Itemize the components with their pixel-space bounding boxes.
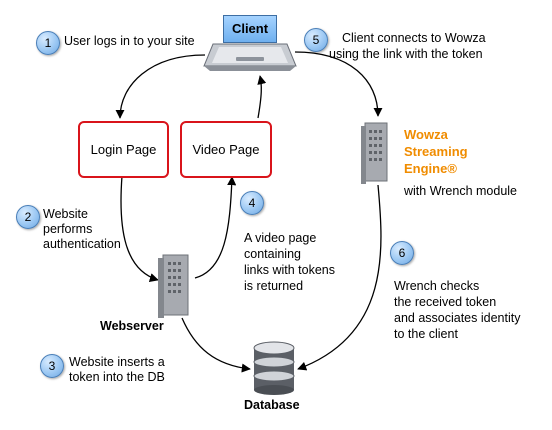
step-3-text-line2: token into the DB <box>69 370 165 384</box>
step-6-text-line3: and associates identity <box>394 311 521 325</box>
step-6-badge: 6 <box>390 241 414 265</box>
arrow-client-to-login <box>115 54 206 119</box>
step-2-text-line1: Website <box>43 207 88 221</box>
step-4-text-line3: links with tokens <box>244 263 336 277</box>
laptop-icon <box>203 43 297 71</box>
wowza-module-label: with Wrench module <box>404 184 518 198</box>
step-4-text-line4: is returned <box>244 279 304 293</box>
step-5-badge: 5 <box>304 28 328 52</box>
step-6-text-line1: Wrench checks <box>394 279 480 293</box>
arrow-wowza-to-database <box>297 184 382 371</box>
arrow-webserver-to-video <box>194 176 237 279</box>
arrow-login-to-webserver <box>120 175 159 282</box>
step-2-badge: 2 <box>16 205 40 229</box>
arrow-webserver-to-database <box>181 317 251 373</box>
step-2-text-line3: authentication <box>43 237 121 251</box>
step-4-text-line1: A video page <box>244 231 317 245</box>
video-page-box: Video Page <box>180 121 272 178</box>
database-label: Database <box>244 398 300 412</box>
step-3-text-line1: Website inserts a <box>69 355 165 369</box>
arrow-video-to-client <box>257 75 267 119</box>
client-label: Client <box>223 15 277 43</box>
step-6-text-line2: the received token <box>394 295 497 309</box>
step-2-text-line2: performs <box>43 222 93 236</box>
webserver-label: Webserver <box>100 319 164 333</box>
database-icon <box>253 341 295 395</box>
step-1-badge: 1 <box>36 31 60 55</box>
arrow-client-to-wowza <box>294 51 383 117</box>
step-3-badge: 3 <box>40 354 64 378</box>
step-4-text-line2: containing <box>244 247 301 261</box>
step-6-text-line4: to the client <box>394 327 458 341</box>
webserver-icon <box>158 254 189 318</box>
wowza-title-line3: Engine® <box>404 161 457 176</box>
step-4-badge: 4 <box>240 191 264 215</box>
step-1-text: User logs in to your site <box>64 34 195 48</box>
wowza-title-line1: Wowza <box>404 127 448 142</box>
login-page-box: Login Page <box>78 121 169 178</box>
wowza-server-icon <box>361 122 388 184</box>
step-5-text-line2: using the link with the token <box>329 47 483 61</box>
step-5-text-line1: Client connects to Wowza <box>342 31 486 45</box>
wowza-title-line2: Streaming <box>404 144 468 159</box>
